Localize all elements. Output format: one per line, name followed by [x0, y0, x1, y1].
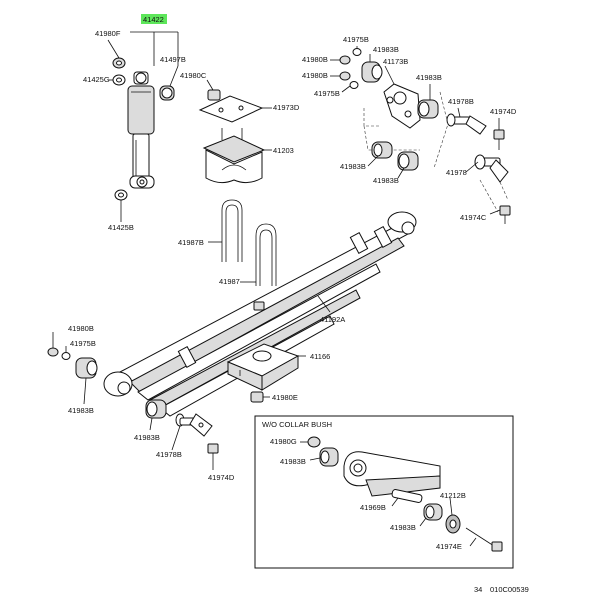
u-bolt-41987	[255, 223, 277, 286]
callout-41425G: 41425G	[83, 75, 110, 84]
bushing-41497B	[159, 85, 175, 101]
bolt-41974C	[499, 205, 511, 224]
hanger-dashed-outline	[363, 91, 449, 169]
callout-41980G: 41980G	[270, 437, 297, 446]
bolt-41974D-a	[493, 129, 505, 150]
callout-41980B-b: 41980B	[302, 71, 328, 80]
inset-bush-41983B-h	[423, 503, 443, 521]
bush-41983B-a	[361, 61, 383, 83]
bush-41983B-b	[417, 99, 439, 119]
inset-bush-41983B-g	[319, 447, 339, 467]
callout-41987B: 41987B	[178, 238, 204, 247]
upper-nut-41980F	[112, 57, 126, 69]
bush-41983B-d	[397, 151, 419, 171]
callout-41975B-c: 41975B	[70, 339, 96, 348]
inset-title: W/O COLLAR BUSH	[262, 420, 332, 429]
callout-41978B-b: 41978B	[156, 450, 182, 459]
callout-41974E: 41974E	[436, 542, 462, 551]
spring-seat-41166	[226, 343, 300, 391]
callout-41983B-a: 41983B	[373, 45, 399, 54]
nut-41980B-c	[47, 347, 59, 357]
callout-41203: 41203	[273, 146, 294, 155]
callout-labels: 41422 41980F 41425G 41497B 41980C 41973D 41203…	[68, 14, 517, 551]
callout-highlight	[141, 14, 167, 24]
washer-41425G	[112, 74, 126, 86]
bush-41983B-c	[371, 141, 393, 159]
inset-bolt-41974E	[465, 527, 503, 552]
callout-41974D-b: 41974D	[208, 473, 235, 482]
callout-41973D: 41973D	[273, 103, 300, 112]
lower-washer-41425B	[114, 189, 128, 201]
nut-41980C	[207, 89, 221, 101]
nut-41980E	[250, 391, 264, 403]
shock-absorber	[127, 31, 179, 189]
bush-41983B-f	[145, 399, 167, 419]
pin-41978B-b	[175, 413, 213, 437]
callout-41983B-d: 41983B	[373, 176, 399, 185]
callout-41980B-a: 41980B	[302, 55, 328, 64]
callout-41974D-a: 41974D	[490, 107, 517, 116]
inset-washer-41212B	[445, 514, 461, 534]
callout-41974C: 41974C	[460, 213, 487, 222]
pin-41978B-a	[446, 113, 487, 135]
washer-41975B-a	[352, 48, 362, 56]
bush-41983B-e	[75, 357, 98, 379]
hanger-41173B	[383, 83, 421, 129]
nut-41980B-a	[339, 55, 351, 65]
callout-41983B-f: 41983B	[134, 433, 160, 442]
u-bolt-41987B	[221, 199, 243, 262]
bolt-41974D-b	[207, 443, 219, 464]
callout-41980B-c: 41980B	[68, 324, 94, 333]
footer-diagram-code: 010C00539	[490, 585, 529, 594]
callout-41987: 41987	[219, 277, 240, 286]
callout-41975B-b: 41975B	[314, 89, 340, 98]
inset-nut-41980G	[307, 436, 321, 448]
callout-41212B: 41212B	[440, 491, 466, 500]
callout-41497B: 41497B	[160, 55, 186, 64]
callout-41980C: 41980C	[180, 71, 207, 80]
callout-41983B-h: 41983B	[390, 523, 416, 532]
callout-41425B: 41425B	[108, 223, 134, 232]
inset-box	[254, 415, 514, 569]
callout-41983B-b: 41983B	[416, 73, 442, 82]
callout-41983B-e: 41983B	[68, 406, 94, 415]
callout-41980F: 41980F	[95, 29, 121, 38]
callout-41978: 41978	[446, 168, 467, 177]
washer-41975B-c	[61, 352, 71, 360]
callout-41969B: 41969B	[360, 503, 386, 512]
callout-41166: 41166	[310, 352, 330, 361]
leaf-spring-41192A	[103, 211, 417, 417]
leader-lines	[52, 39, 501, 547]
footer-page-number: 34	[474, 585, 482, 594]
callout-41173B: 41173B	[383, 57, 408, 66]
nut-41980B-b	[339, 71, 351, 81]
callout-41978B-a: 41978B	[448, 97, 474, 106]
callout-41983B-c: 41983B	[340, 162, 366, 171]
callout-41983B-g: 41983B	[280, 457, 306, 466]
washer-41975B-b	[349, 81, 359, 89]
callout-41422-top: 41422	[143, 15, 164, 24]
callout-41975B-a: 41975B	[343, 35, 369, 44]
pin-41978	[474, 154, 509, 213]
inset-spring-eye	[343, 451, 441, 497]
inset-collar-41969B	[391, 489, 423, 503]
callout-41980E: 41980E	[272, 393, 298, 402]
callout-41192A: 41192A	[320, 315, 345, 324]
bump-stopper-41203	[202, 128, 266, 184]
